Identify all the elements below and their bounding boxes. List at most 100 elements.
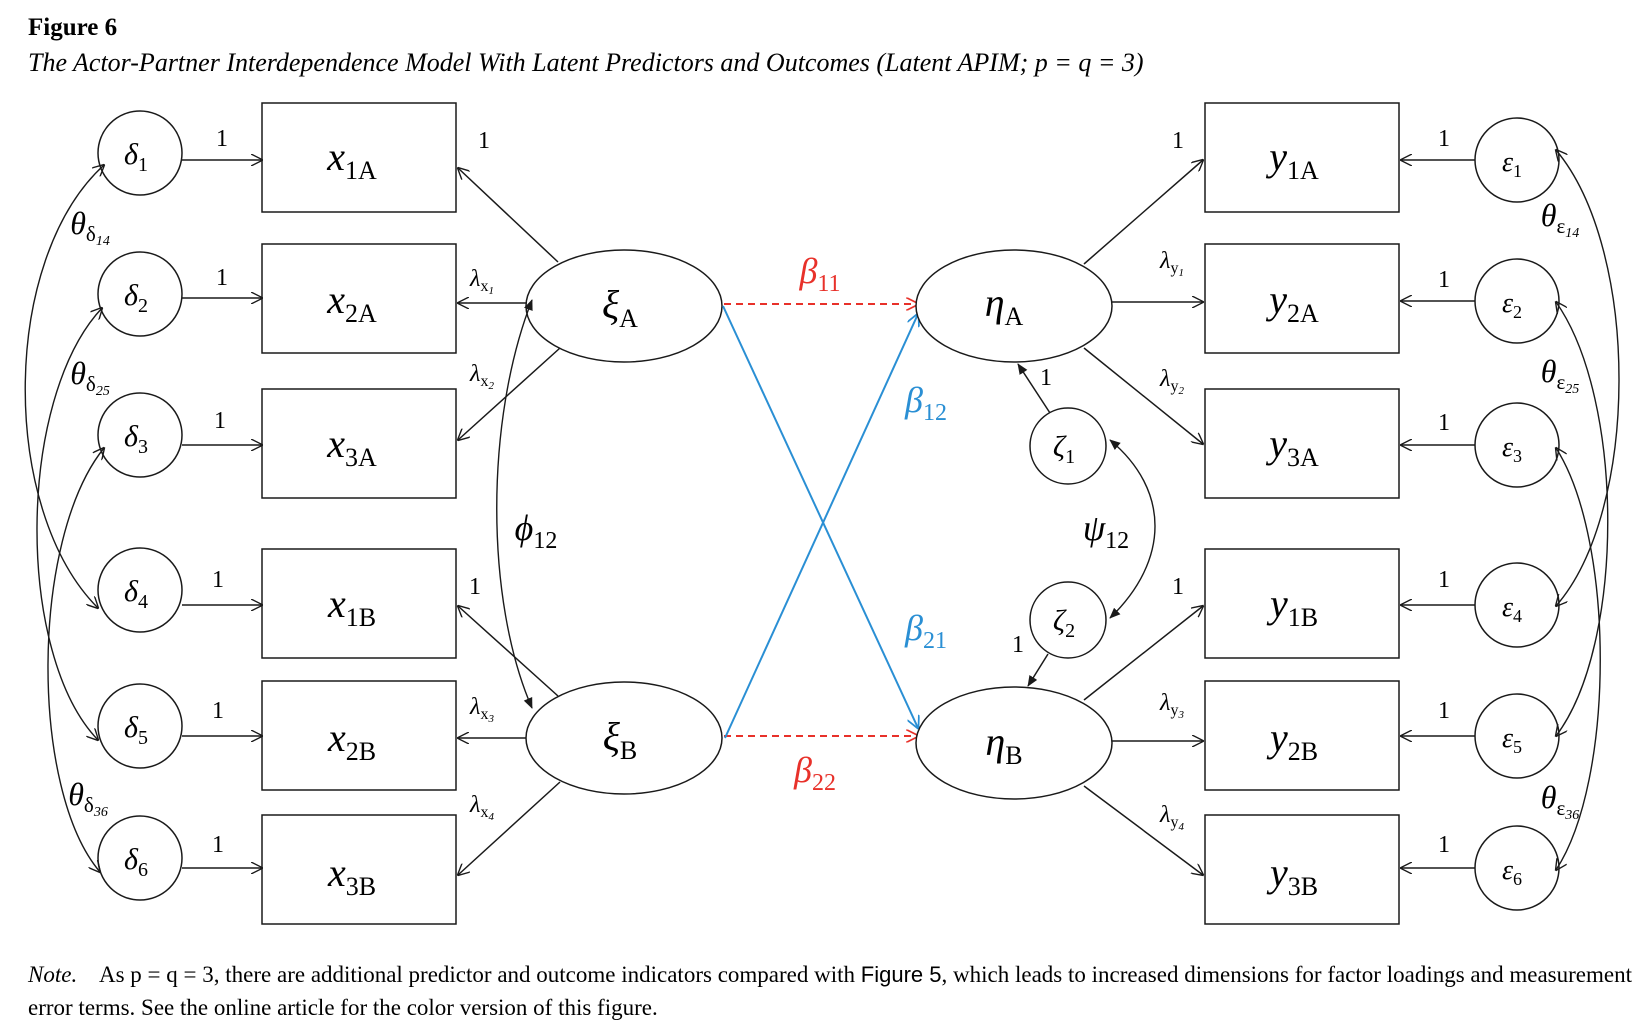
lambda-x-label: λx1: [469, 266, 494, 297]
unit-constraint-label: 1: [216, 265, 228, 291]
delta-1-circle: [97, 110, 183, 196]
figure-title: The Actor-Partner Interdependence Model …: [28, 48, 1144, 77]
beta-12-path: [724, 314, 918, 739]
x3B-box: [261, 814, 457, 925]
delta-error-terms: [97, 110, 183, 901]
unit-constraint-label: 1: [1438, 832, 1450, 858]
unit-constraint-label: 1: [216, 126, 228, 152]
lambda-x-label: λx2: [469, 361, 494, 392]
unit-constraint-label: 1: [1172, 574, 1184, 600]
figure-label: Figure 6: [28, 14, 118, 41]
y1B-box: [1204, 548, 1400, 659]
note-text-1: As p = q = 3, there are additional predi…: [98, 962, 856, 987]
cov-delta1-delta4: [24, 165, 104, 608]
cov-delta3-delta6: [47, 448, 104, 872]
eta-latent-ellipses: [915, 249, 1113, 800]
theta-delta-label: θδ36: [68, 776, 108, 820]
load-xiA-x1A: [458, 168, 559, 263]
unit-constraint-label: 1: [1438, 267, 1450, 293]
delta-6-circle: [97, 815, 183, 901]
lambda-y-loadings: [1083, 160, 1203, 875]
y3B-box: [1204, 814, 1400, 925]
partner-effects: [722, 305, 918, 739]
load-etaB-y1B: [1083, 606, 1203, 701]
unit-constraint-label: 1: [1172, 128, 1184, 154]
unit-constraint-label: 1: [212, 832, 224, 858]
x-indicator-boxes: [261, 102, 457, 925]
zeta-1-circle: [1029, 407, 1107, 485]
xi-latent-ellipses: [525, 249, 723, 795]
load-xiB-x1B: [458, 606, 559, 697]
figure-note: Note. As p = q = 3, there are additional…: [28, 958, 1632, 1024]
epsilon-2-circle: [1474, 258, 1560, 344]
epsilon-5-circle: [1474, 693, 1560, 779]
unit-constraint-label: 1: [1438, 126, 1450, 152]
epsilon-to-y-paths: [1401, 160, 1475, 868]
theta-delta-label: θδ14: [70, 205, 110, 249]
theta-epsilon-label: θε36: [1541, 779, 1580, 823]
cov-eps3-eps6: [1556, 448, 1601, 870]
x1A-box: [261, 102, 457, 213]
apim-path-diagram: x1Ax2Ax3Ax1Bx2Bx3By1Ay2Ay3Ay1By2By3Bδ1δ2…: [24, 102, 1620, 925]
unit-constraint-label: 1: [212, 567, 224, 593]
load-etaB-y3B: [1083, 785, 1203, 875]
y2A-box: [1204, 243, 1400, 354]
lambda-y-label: λy2: [1159, 366, 1184, 397]
phi-12-label: ϕ12: [515, 508, 558, 554]
lambda-x-loadings: [458, 168, 561, 875]
note-lead: Note.: [28, 962, 78, 987]
load-etaA-y1A: [1083, 160, 1203, 265]
beta-12-label: β12: [904, 380, 947, 426]
lambda-y-label: λy1: [1159, 248, 1184, 279]
unit-constraint-label: 1: [1438, 698, 1450, 724]
theta-epsilon-covariances: [1556, 150, 1620, 870]
load-xiB-x3B: [458, 781, 561, 875]
unit-constraint-label: 1: [1040, 365, 1052, 391]
phi-12-covariance: [496, 299, 533, 709]
epsilon-4-circle: [1474, 562, 1560, 648]
beta-21-label: β21: [904, 608, 947, 654]
cov-eps2-eps5: [1556, 302, 1609, 736]
lambda-x-label: λx3: [469, 694, 494, 725]
delta-2-circle: [97, 251, 183, 337]
unit-constraint-label: 1: [212, 698, 224, 724]
theta-delta-label: θδ25: [70, 355, 110, 399]
unit-constraint-label: 1: [214, 408, 226, 434]
eta-A-ellipse: [915, 249, 1113, 363]
delta-4-circle: [97, 547, 183, 633]
epsilon-6-circle: [1474, 825, 1560, 911]
cov-eps1-eps4: [1556, 150, 1620, 606]
y-indicator-boxes: [1204, 102, 1400, 925]
path-zeta2-etaB: [1027, 653, 1049, 687]
delta-3-circle: [97, 392, 183, 478]
unit-constraint-label: 1: [478, 128, 490, 154]
note-figure-ref: Figure 5: [860, 962, 942, 987]
eta-B-ellipse: [915, 686, 1113, 800]
unit-constraint-label: 1: [1438, 410, 1450, 436]
zeta-disturbances: [1029, 407, 1107, 659]
cov-delta2-delta5: [36, 308, 102, 740]
psi-12-covariance: [1109, 439, 1156, 619]
path-zeta1-etaA: [1017, 363, 1051, 414]
lambda-x-label: λx4: [469, 792, 494, 823]
beta-11-label: β11: [798, 251, 840, 297]
unit-constraint-label: 1: [469, 574, 481, 600]
epsilon-3-circle: [1474, 402, 1560, 488]
zeta-2-circle: [1029, 581, 1107, 659]
unit-constraint-label: 1: [1012, 632, 1024, 658]
delta-5-circle: [97, 683, 183, 769]
unit-constraint-label: 1: [1438, 567, 1450, 593]
x1B-box: [261, 548, 457, 659]
y1A-box: [1204, 102, 1400, 213]
beta-21-path: [722, 305, 918, 728]
epsilon-error-terms: [1474, 117, 1560, 911]
theta-delta-covariances: [24, 165, 104, 872]
zeta-paths: [1017, 363, 1051, 687]
x-indicator-label: x2B: [327, 715, 376, 766]
beta-22-label: β22: [793, 750, 836, 796]
epsilon-1-circle: [1474, 117, 1560, 203]
load-xiA-x3A: [458, 347, 561, 440]
note-text-2: , which leads to increased dimensions fo…: [28, 962, 1632, 1020]
theta-epsilon-label: θε14: [1541, 197, 1580, 241]
y2B-box: [1204, 680, 1400, 791]
